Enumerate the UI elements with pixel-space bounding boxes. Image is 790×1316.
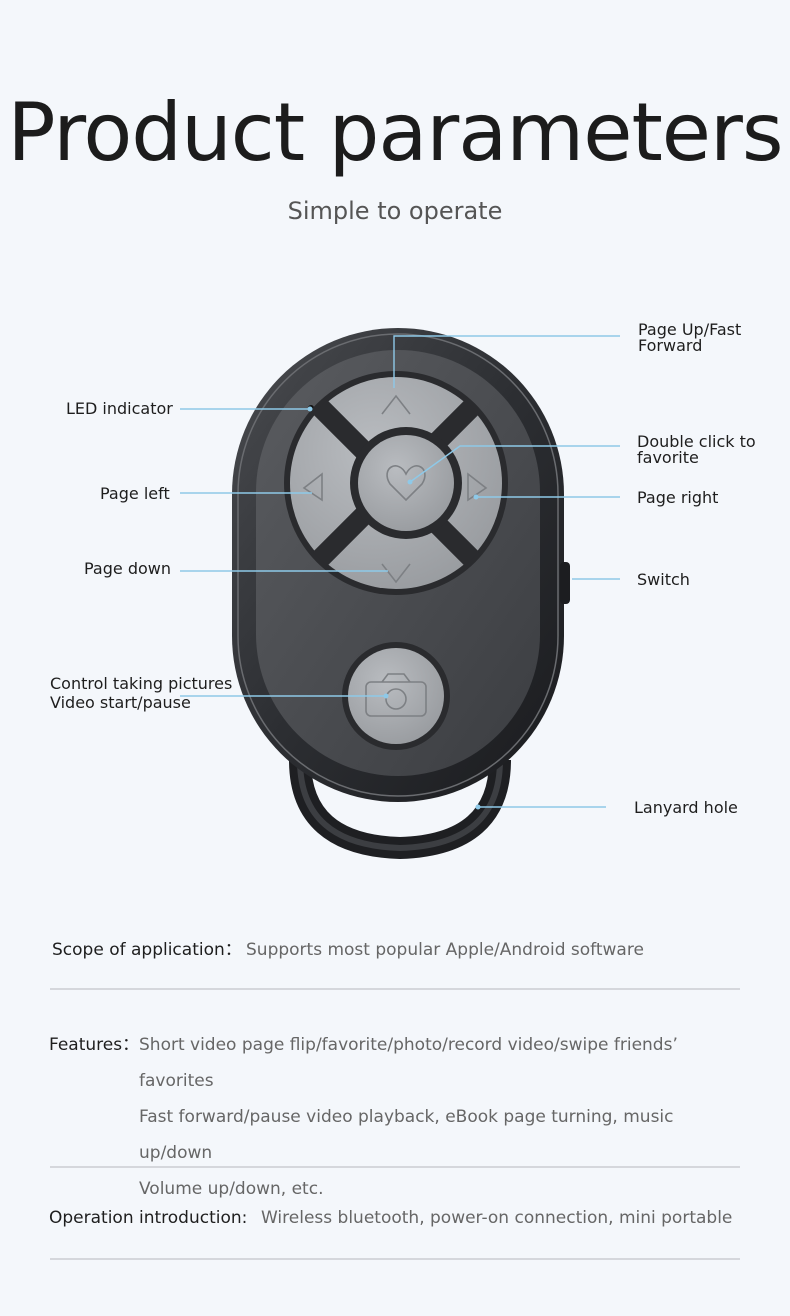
- spec-operation-value: Wireless bluetooth, power-on connection,…: [261, 1208, 733, 1228]
- callout-dots: [307, 406, 481, 810]
- spec-features-line: Short video page flip/favorite/photo/rec…: [139, 1035, 678, 1091]
- divider: [50, 1258, 740, 1260]
- arrow-left-icon[interactable]: [302, 472, 323, 502]
- lanyard-loop: [289, 759, 511, 860]
- page-title: Product parameters: [7, 86, 783, 179]
- spec-features-label: Features：: [49, 1035, 140, 1055]
- label-lanyard-hole: Lanyard hole: [634, 798, 738, 817]
- camera-icon: [365, 673, 427, 717]
- spec-operation: Operation introduction: Wireless bluetoot…: [49, 1200, 749, 1236]
- page-subtitle: Simple to operate: [287, 197, 503, 225]
- spec-features-line: Volume up/down, etc.: [139, 1179, 324, 1199]
- remote-device-illustration: [180, 328, 620, 860]
- label-page-left: Page left: [100, 484, 170, 503]
- spec-scope: Scope of application：Supports most popul…: [52, 932, 752, 968]
- spec-operation-label: Operation introduction:: [49, 1208, 248, 1228]
- divider: [50, 1166, 740, 1168]
- label-page-right: Page right: [637, 488, 719, 507]
- label-page-down: Page down: [84, 559, 171, 578]
- heart-icon: [386, 465, 426, 502]
- camera-button[interactable]: [348, 648, 444, 744]
- power-switch[interactable]: [560, 562, 570, 604]
- divider: [50, 988, 740, 990]
- spec-features: Features： Short video page flip/favorite…: [49, 1027, 749, 1207]
- arrow-up-icon[interactable]: [381, 394, 411, 415]
- dpad: [284, 371, 508, 595]
- arrow-right-icon[interactable]: [467, 472, 488, 502]
- label-led-indicator: LED indicator: [66, 399, 173, 418]
- spec-scope-value: Supports most popular Apple/Android soft…: [246, 940, 644, 960]
- arrow-down-icon[interactable]: [381, 563, 411, 584]
- label-switch: Switch: [637, 570, 690, 589]
- heart-button[interactable]: [358, 435, 454, 531]
- callout-lines: [180, 335, 620, 808]
- spec-features-line: Fast forward/pause video playback, eBook…: [139, 1107, 674, 1163]
- spec-scope-label: Scope of application：: [52, 940, 242, 960]
